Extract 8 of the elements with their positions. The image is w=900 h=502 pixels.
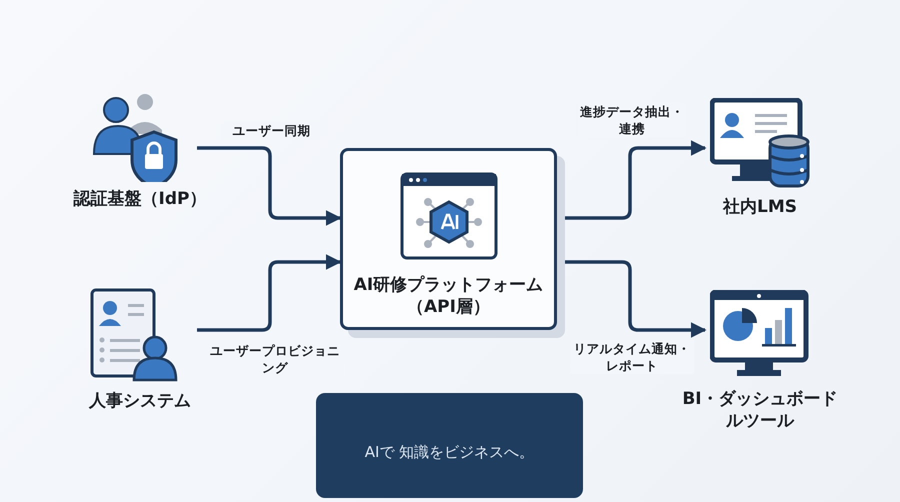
node-label: BI・ダッシュボードルツール (681, 388, 839, 432)
node-label: 社内LMS (723, 196, 797, 218)
tagline-banner: AIで 知識をビジネスへ。 (316, 393, 583, 498)
node-label: 認証基盤（IdP） (74, 188, 206, 210)
node-label: AI研修プラットフォーム（API層） (352, 274, 544, 318)
node-label: 人事システム (89, 390, 191, 412)
arrow (197, 146, 342, 226)
arrow (197, 254, 342, 332)
